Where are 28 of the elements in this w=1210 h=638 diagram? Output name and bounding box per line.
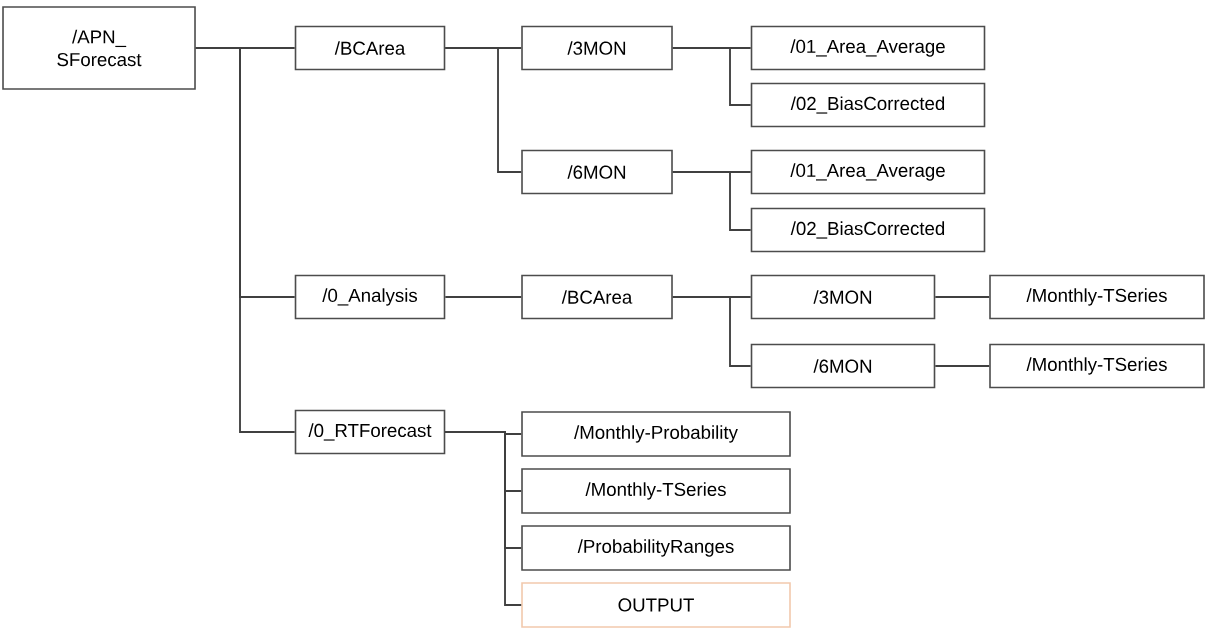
folder-box: /BCArea — [294, 25, 446, 71]
connector-line — [444, 431, 523, 606]
folder-box: /0_RTForecast — [294, 409, 446, 455]
folder-box: OUTPUT — [521, 582, 791, 628]
folder-box: /3MON — [750, 274, 936, 320]
folder-box: /6MON — [750, 343, 936, 389]
connector-line — [671, 47, 752, 106]
folder-box: /Monthly-Probability — [521, 411, 791, 457]
connector-line — [194, 47, 296, 433]
folder-box: /6MON — [521, 149, 673, 195]
folder-box: /Monthly-TSeries — [989, 274, 1205, 320]
folder-box: /Monthly-TSeries — [989, 343, 1205, 389]
connector-line — [444, 47, 523, 173]
folder-box: /0_Analysis — [294, 274, 446, 320]
connector-line — [444, 296, 523, 298]
folder-box: /01_Area_Average — [750, 25, 986, 71]
connector-line — [934, 296, 991, 298]
folder-box: /BCArea — [521, 274, 673, 320]
folder-box: /APN_ SForecast — [2, 6, 196, 90]
folder-box: /01_Area_Average — [750, 149, 986, 195]
connector-line — [671, 171, 752, 231]
connector-line — [934, 365, 991, 367]
folder-box: /02_BiasCorrected — [750, 207, 986, 253]
folder-box: /ProbabilityRanges — [521, 525, 791, 571]
folder-box: /02_BiasCorrected — [750, 82, 986, 128]
folder-box: /3MON — [521, 25, 673, 71]
connector-line — [671, 296, 752, 367]
folder-box: /Monthly-TSeries — [521, 468, 791, 514]
